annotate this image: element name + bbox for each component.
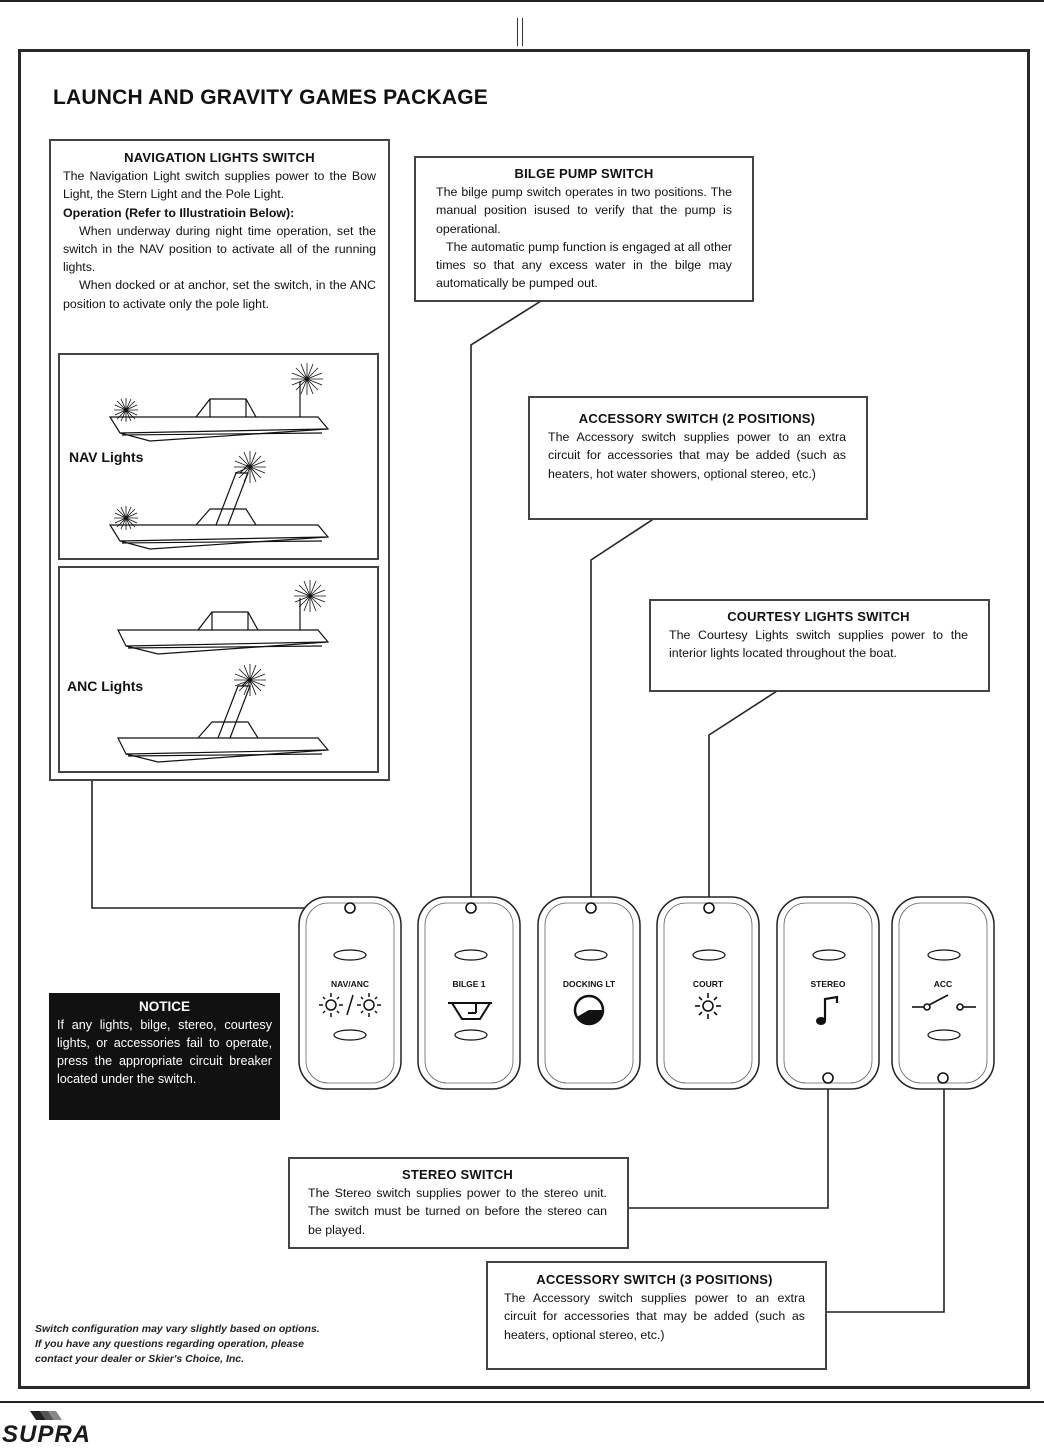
bottom-rule bbox=[0, 1401, 1044, 1403]
switch-bilge[interactable]: BILGE 1 bbox=[416, 895, 522, 1091]
page-break-mark bbox=[517, 18, 523, 46]
accessory-3pos-text: The Accessory switch supplies power to a… bbox=[504, 1291, 805, 1342]
rocker-switch-outline bbox=[537, 896, 641, 1090]
switch-docking-light[interactable]: DOCKING LT bbox=[536, 895, 642, 1091]
nav-lights-illustration: NAV Lights bbox=[58, 353, 379, 560]
stereo-box: STEREO SWITCH The Stereo switch supplies… bbox=[288, 1157, 629, 1249]
footnote: Switch configuration may vary slightly b… bbox=[35, 1322, 320, 1367]
rocker-switch-outline bbox=[776, 896, 880, 1090]
brand-logo-text: SUPRA bbox=[2, 1421, 92, 1448]
switch-label: COURT bbox=[692, 979, 724, 989]
bilge-para-auto: The automatic pump function is engaged a… bbox=[436, 239, 732, 291]
courtesy-text: The Courtesy Lights switch supplies powe… bbox=[669, 628, 968, 661]
switch-stereo[interactable]: STEREO bbox=[775, 895, 881, 1091]
switch-courtesy[interactable]: COURT bbox=[655, 895, 761, 1091]
accessory-switch-icon bbox=[912, 994, 976, 1011]
navigation-para-nav: When underway during night time operatio… bbox=[63, 223, 376, 275]
bilge-heading: BILGE PUMP SWITCH bbox=[514, 166, 654, 181]
accessory-3pos-box: ACCESSORY SWITCH (3 POSITIONS) The Acces… bbox=[486, 1261, 827, 1370]
rocker-switch-outline bbox=[417, 896, 521, 1090]
page-title: LAUNCH AND GRAVITY GAMES PACKAGE bbox=[53, 86, 488, 109]
switch-label: DOCKING LT bbox=[562, 979, 616, 989]
supra-logo-icon bbox=[30, 1411, 62, 1420]
notice-box: NOTICE If any lights, bilge, stereo, cou… bbox=[49, 993, 280, 1120]
stereo-text: The Stereo switch supplies power to the … bbox=[308, 1186, 607, 1237]
stereo-heading: STEREO SWITCH bbox=[402, 1167, 513, 1182]
nav-anc-light-icon bbox=[319, 993, 381, 1017]
anc-boats-icon bbox=[117, 580, 330, 763]
navigation-para-anc: When docked or at anchor, set the switch… bbox=[63, 278, 376, 311]
bilge-pump-box: BILGE PUMP SWITCH The bilge pump switch … bbox=[414, 156, 754, 302]
rocker-switch-outline bbox=[891, 896, 995, 1090]
switch-label: STEREO bbox=[810, 979, 846, 989]
anc-lights-label: ANC Lights bbox=[67, 678, 144, 694]
operation-heading: Operation (Refer to Illustratioin Below)… bbox=[63, 205, 295, 220]
notice-heading: NOTICE bbox=[138, 999, 190, 1014]
switch-label: ACC bbox=[933, 979, 953, 989]
top-rule bbox=[0, 0, 1044, 2]
accessory-2pos-box: ACCESSORY SWITCH (2 POSITIONS) The Acces… bbox=[528, 396, 868, 520]
page-frame bbox=[18, 49, 1030, 1389]
docking-light-icon bbox=[573, 994, 605, 1026]
bilge-pump-icon bbox=[448, 1002, 492, 1020]
switch-label: BILGE 1 bbox=[452, 979, 486, 989]
navigation-heading: NAVIGATION LIGHTS SWITCH bbox=[124, 150, 315, 165]
navigation-intro: The Navigation Light switch supplies pow… bbox=[63, 169, 376, 202]
switch-label: NAV/ANC bbox=[330, 979, 370, 989]
switch-nav-anc[interactable]: NAV/ANC bbox=[297, 895, 403, 1091]
courtesy-heading: COURTESY LIGHTS SWITCH bbox=[727, 609, 910, 624]
notice-text: If any lights, bilge, stereo, courtesy l… bbox=[57, 1018, 272, 1086]
accessory-2pos-heading: ACCESSORY SWITCH (2 POSITIONS) bbox=[578, 411, 816, 426]
accessory-2pos-text: The Accessory switch supplies power to a… bbox=[548, 430, 846, 481]
footnote-line-1: Switch configuration may vary slightly b… bbox=[35, 1323, 320, 1335]
bilge-para-manual: The bilge pump switch operates in two po… bbox=[436, 185, 732, 236]
switch-accessory[interactable]: ACC bbox=[890, 895, 996, 1091]
courtesy-lights-box: COURTESY LIGHTS SWITCH The Courtesy Ligh… bbox=[649, 599, 990, 692]
footnote-line-2: If you have any questions regarding oper… bbox=[35, 1338, 304, 1350]
courtesy-light-icon bbox=[695, 993, 721, 1019]
music-note-icon bbox=[816, 995, 839, 1025]
rocker-switch-outline bbox=[298, 896, 402, 1090]
footnote-line-3: contact your dealer or Skier's Choice, I… bbox=[35, 1353, 245, 1365]
nav-boats-icon bbox=[108, 363, 330, 550]
anc-lights-illustration: ANC Lights bbox=[58, 566, 379, 773]
accessory-3pos-heading: ACCESSORY SWITCH (3 POSITIONS) bbox=[536, 1272, 773, 1287]
nav-lights-label: NAV Lights bbox=[69, 449, 144, 465]
